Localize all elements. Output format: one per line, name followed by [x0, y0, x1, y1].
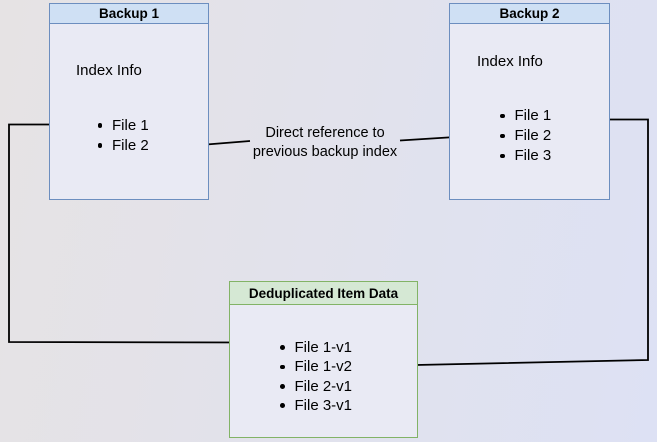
- backup2-file-item: File 3: [500, 146, 551, 166]
- backup2-index-info-label: Index Info: [477, 53, 543, 70]
- dedup-file-item: File 1-v1: [280, 338, 352, 357]
- deduplicated-item-data-box: Deduplicated Item Data File 1-v1 File 1-…: [229, 281, 418, 438]
- backup1-box: Backup 1 Index Info File 1 File 2: [49, 3, 209, 200]
- annotation-line-1: Direct reference to: [265, 125, 385, 141]
- annotation-direct-reference: Direct reference to previous backup inde…: [240, 124, 410, 162]
- dedup-file-list: File 1-v1 File 1-v2 File 2-v1 File 3-v1: [280, 338, 352, 415]
- backup2-file-item: File 1: [500, 106, 551, 126]
- backup2-title: Backup 2: [450, 4, 609, 24]
- dedup-file-item: File 1-v2: [280, 357, 352, 376]
- backup1-file-item: File 2: [97, 136, 149, 156]
- backup1-index-info-label: Index Info: [76, 62, 142, 79]
- dedup-file-item: File 2-v1: [280, 377, 352, 396]
- backup2-box: Backup 2 Index Info File 1 File 2 File 3: [449, 3, 610, 200]
- backup1-file-item: File 1: [97, 116, 149, 136]
- backup1-file-list: File 1 File 2: [97, 116, 149, 156]
- dedup-title: Deduplicated Item Data: [230, 282, 417, 305]
- backup1-title: Backup 1: [50, 4, 208, 24]
- backup2-file-item: File 2: [500, 126, 551, 146]
- annotation-line-2: previous backup index: [252, 144, 398, 160]
- dedup-file-item: File 3-v1: [280, 396, 352, 415]
- backup2-file-list: File 1 File 2 File 3: [500, 106, 551, 166]
